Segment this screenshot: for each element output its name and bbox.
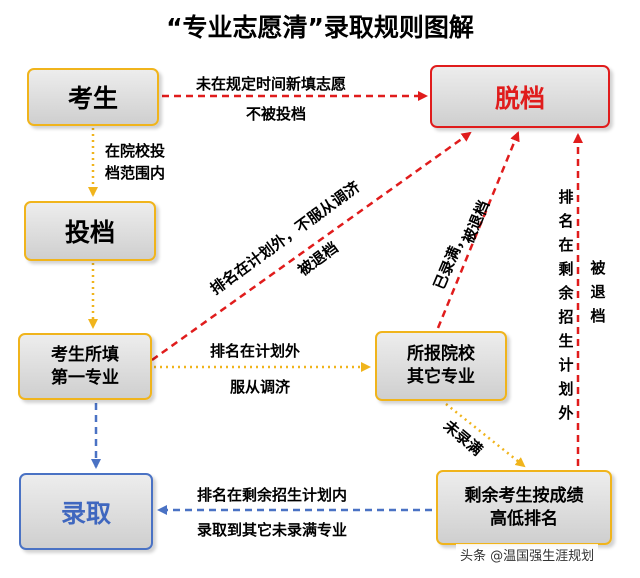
node-toudang: 投档 xyxy=(24,201,156,261)
edge-label-vertical-column: 排 名 在 剩 余 招 生 计 划 外 xyxy=(556,185,576,425)
edge-label-late-fill-1: 未在规定时间新填志愿 xyxy=(196,75,347,93)
node-other-major-label: 所报院校 其它专业 xyxy=(407,344,475,387)
node-tuodang-label: 脱档 xyxy=(494,83,545,113)
diagram-title: “专业志愿清”录取规则图解 xyxy=(166,13,474,42)
vchar: 计 xyxy=(558,356,574,374)
node-tuodang: 脱档 xyxy=(430,65,610,128)
vchar: 外 xyxy=(558,404,574,422)
node-luqu-label: 录取 xyxy=(60,498,111,528)
edge-label-within-remaining-1: 排名在剩余招生计划内 xyxy=(197,486,348,504)
vchar: 生 xyxy=(558,332,574,350)
vchar: 余 xyxy=(558,284,574,302)
edge-label-in-range-1: 在院校投 xyxy=(105,142,166,160)
node-other-major: 所报院校 其它专业 xyxy=(375,331,507,401)
vchar: 剩 xyxy=(558,260,574,278)
edge-label-obey-1: 排名在计划外 xyxy=(210,342,301,360)
node-remaining-rank: 剩余考生按成绩 高低排名 xyxy=(436,470,612,545)
node-kaosheng-label: 考生 xyxy=(67,84,118,113)
vchar: 划 xyxy=(558,380,574,398)
edge-label-within-remaining-2: 录取到其它未录满专业 xyxy=(197,521,348,539)
vchar: 档 xyxy=(590,307,606,325)
arrow-first-to-tuodang xyxy=(151,131,472,362)
node-first-major-label: 考生所填 第一专业 xyxy=(51,344,119,388)
vchar: 在 xyxy=(558,236,574,254)
edge-label-in-range-2: 档范围内 xyxy=(105,164,166,182)
node-luqu: 录取 xyxy=(19,473,153,550)
watermark: 头条 @温国强生涯规划 xyxy=(456,544,599,565)
edge-label-late-fill-2: 不被投档 xyxy=(246,105,307,123)
edge-label-obey-2: 服从调济 xyxy=(230,378,291,396)
node-kaosheng: 考生 xyxy=(27,68,159,126)
node-remaining-rank-label: 剩余考生按成绩 高低排名 xyxy=(464,485,584,529)
node-toudang-label: 投档 xyxy=(64,218,115,247)
vchar: 排 xyxy=(558,188,574,206)
arrow-other-to-remain xyxy=(445,403,526,468)
vchar: 招 xyxy=(558,308,574,326)
edge-label-side-column: 被 退 档 xyxy=(588,256,608,328)
vchar: 退 xyxy=(590,283,606,301)
vchar: 名 xyxy=(558,212,574,230)
node-first-major: 考生所填 第一专业 xyxy=(18,333,152,400)
vchar: 被 xyxy=(590,259,606,277)
